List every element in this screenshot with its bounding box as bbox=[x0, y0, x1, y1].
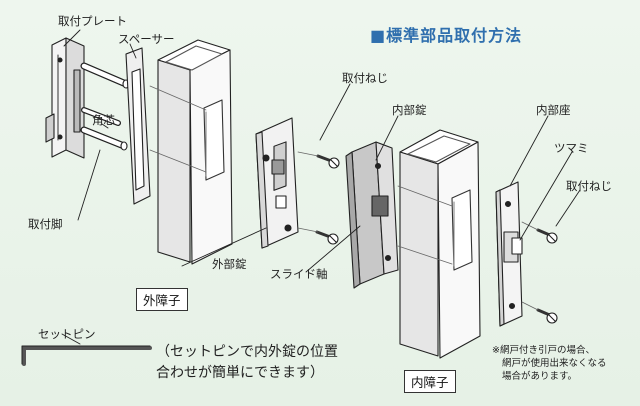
label-inner-stile: 内障子 bbox=[404, 370, 456, 393]
label-slide-shaft: スライド軸 bbox=[270, 267, 328, 281]
footnote-line2: 網戸が使用出来なくなる bbox=[502, 358, 607, 369]
label-inner-seat: 内部座 bbox=[536, 103, 571, 117]
label-outer-lock: 外部錠 bbox=[212, 257, 247, 271]
mounting-legs-drawing bbox=[80, 62, 130, 151]
set-pin-note: （セットピンで内外錠の位置 合わせが簡単にできます） bbox=[156, 342, 338, 384]
footnote-line1: ※網戸付き引戸の場合、 bbox=[492, 345, 595, 356]
inner-stile-drawing bbox=[399, 129, 481, 359]
mounting-plate-drawing bbox=[45, 37, 85, 159]
label-square-core: 角芯 bbox=[92, 113, 115, 127]
set-pin-note-line2: 合わせが簡単にできます） bbox=[156, 365, 324, 381]
mounting-screws-left bbox=[315, 154, 340, 245]
label-knob: ツマミ bbox=[554, 141, 589, 155]
mounting-screws-right bbox=[536, 228, 558, 324]
label-mounting-screw-2: 取付ねじ bbox=[566, 179, 612, 193]
inner-lock-drawing bbox=[345, 141, 399, 289]
inner-seat-drawing bbox=[495, 181, 523, 327]
set-pin-drawing bbox=[21, 333, 152, 366]
outer-stile-drawing bbox=[157, 39, 233, 265]
page-title: ■標準部品取付方法 bbox=[370, 26, 523, 45]
label-mounting-screw-1: 取付ねじ bbox=[342, 71, 388, 85]
footnote-line3: 場合があります。 bbox=[502, 371, 578, 382]
label-set-pin: セットピン bbox=[38, 327, 96, 341]
label-outer-stile: 外障子 bbox=[136, 288, 188, 311]
footnote: ※網戸付き引戸の場合、 網戸が使用出来なくなる 場合があります。 bbox=[492, 344, 607, 383]
outer-lock-drawing bbox=[255, 117, 299, 249]
label-mounting-plate: 取付プレート bbox=[58, 14, 127, 28]
set-pin-note-line1: （セットピンで内外錠の位置 bbox=[156, 344, 338, 360]
label-mounting-leg: 取付脚 bbox=[28, 217, 63, 231]
alignment-lines bbox=[149, 85, 539, 311]
label-spacer: スペーサー bbox=[118, 32, 175, 46]
leader-lines bbox=[63, 29, 581, 273]
spacer-drawing bbox=[125, 47, 151, 205]
label-inner-lock: 内部錠 bbox=[392, 103, 427, 117]
